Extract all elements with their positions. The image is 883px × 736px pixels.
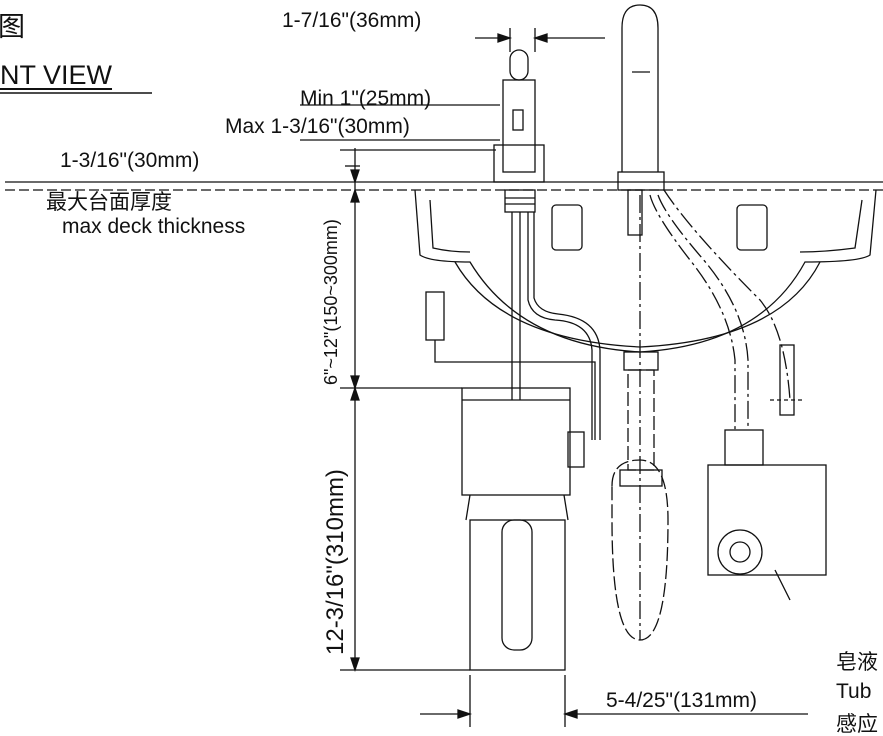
soap-tank bbox=[469, 519, 566, 671]
pump-feet bbox=[465, 494, 569, 521]
drain-trap bbox=[611, 459, 669, 641]
title-cn-fragment: 图 bbox=[0, 12, 25, 42]
soap-pump bbox=[461, 387, 571, 496]
power-cord bbox=[434, 340, 596, 440]
callout-cn-2: 感应 bbox=[836, 713, 878, 736]
dispenser-hose bbox=[527, 212, 593, 440]
callout-cn-1: 皂液 bbox=[836, 651, 878, 674]
basin-overflow-slot-2 bbox=[551, 204, 583, 251]
faucet-hose-3 bbox=[663, 189, 791, 401]
soap-tank-window bbox=[501, 519, 533, 651]
drain-pipe bbox=[627, 369, 655, 471]
dim-min-height-label: Min 1"(25mm) bbox=[300, 87, 432, 110]
dispenser-body bbox=[502, 79, 536, 173]
faucet-shank bbox=[627, 189, 643, 236]
dispenser-shank bbox=[504, 189, 536, 213]
dim-spout-width-label: 1-7/16"(36mm) bbox=[282, 9, 422, 32]
deck-label-cn: 最大台面厚度 bbox=[46, 191, 172, 214]
control-valve bbox=[717, 529, 763, 575]
title-en-fragment: NT VIEW bbox=[0, 60, 113, 90]
basin-overflow-slot bbox=[736, 204, 768, 251]
drain-nut bbox=[619, 469, 663, 487]
wall-outlet bbox=[425, 291, 445, 341]
dim-upper-vertical-label: 6"~12"(150~300mm) bbox=[321, 219, 341, 385]
control-box bbox=[707, 464, 827, 576]
basin-inner bbox=[429, 199, 863, 253]
dim-max-height-label: Max 1-3/16"(30mm) bbox=[225, 115, 410, 138]
dim-box-width-label: 5-4/25"(131mm) bbox=[606, 689, 758, 712]
basin-bowl bbox=[454, 261, 821, 348]
dispenser-sensor-window bbox=[512, 109, 524, 131]
dim-deck-thickness-label: 1-3/16"(30mm) bbox=[60, 149, 200, 172]
dispenser-base bbox=[493, 144, 545, 183]
basin-outline bbox=[414, 189, 877, 353]
faucet-spout bbox=[621, 4, 659, 172]
faucet-hose-2 bbox=[657, 194, 749, 430]
dispenser-nozzle bbox=[509, 49, 529, 81]
drain-tailpiece bbox=[623, 351, 659, 371]
callout-en: Tub bbox=[836, 680, 872, 703]
control-connector bbox=[724, 429, 764, 466]
control-bracket bbox=[779, 344, 795, 416]
pump-motor bbox=[567, 431, 585, 468]
faucet-hose-1 bbox=[649, 194, 736, 430]
dim-lower-vertical-label: 12-3/16"(310mm) bbox=[322, 469, 349, 655]
faucet-base bbox=[617, 171, 665, 191]
deck-label-en: max deck thickness bbox=[62, 215, 246, 238]
